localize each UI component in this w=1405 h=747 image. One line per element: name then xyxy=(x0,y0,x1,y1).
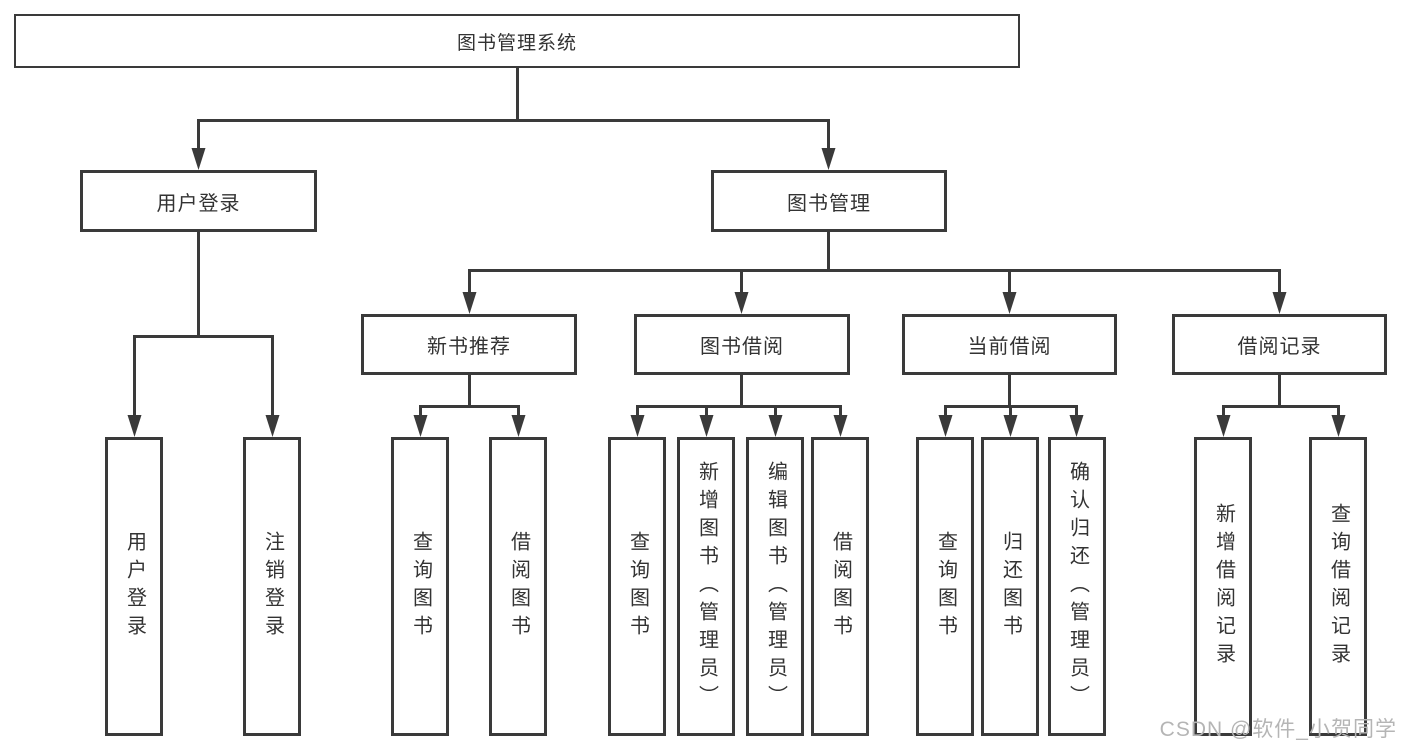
node-leaf-confirm-return-admin: 确认归还（管理员） xyxy=(1048,437,1106,736)
node-book-borrow: 图书借阅 xyxy=(634,314,850,375)
node-new-book-recommend-label: 新书推荐 xyxy=(427,336,511,358)
node-root: 图书管理系统 xyxy=(14,14,1020,68)
node-leaf-query-book-2-label: 查询图书 xyxy=(626,530,649,643)
node-borrow-records-label: 借阅记录 xyxy=(1237,336,1322,358)
connector-path xyxy=(133,68,1340,421)
node-book-management-label: 图书管理 xyxy=(787,192,871,215)
node-leaf-return-book-label: 归还图书 xyxy=(999,530,1022,643)
node-leaf-query-book-1: 查询图书 xyxy=(391,437,449,736)
author-watermark: CSDN @软件_小贺同学 xyxy=(1159,718,1397,741)
node-leaf-query-borrow-record-label: 查询借阅记录 xyxy=(1327,502,1350,671)
arrowhead-icons xyxy=(127,148,1346,437)
node-leaf-borrow-book-2-label: 借阅图书 xyxy=(829,530,852,643)
node-leaf-logout: 注销登录 xyxy=(243,437,301,736)
node-leaf-edit-book-admin-label: 编辑图书（管理员） xyxy=(764,460,787,713)
node-leaf-borrow-book-1: 借阅图书 xyxy=(489,437,547,736)
node-leaf-query-book-3-label: 查询图书 xyxy=(934,530,957,643)
node-current-borrow-label: 当前借阅 xyxy=(967,336,1052,358)
node-leaf-user-login: 用户登录 xyxy=(105,437,163,736)
node-leaf-return-book: 归还图书 xyxy=(981,437,1039,736)
node-leaf-edit-book-admin: 编辑图书（管理员） xyxy=(746,437,804,736)
node-leaf-query-book-1-label: 查询图书 xyxy=(409,530,432,643)
node-leaf-add-book-admin-label: 新增图书（管理员） xyxy=(695,460,718,713)
node-borrow-records: 借阅记录 xyxy=(1172,314,1387,375)
node-leaf-user-login-label: 用户登录 xyxy=(123,530,146,643)
node-leaf-query-book-2: 查询图书 xyxy=(608,437,666,736)
node-leaf-confirm-return-admin-label: 确认归还（管理员） xyxy=(1066,460,1089,713)
node-current-borrow: 当前借阅 xyxy=(902,314,1117,375)
node-leaf-query-book-3: 查询图书 xyxy=(916,437,974,736)
node-leaf-borrow-book-2: 借阅图书 xyxy=(811,437,869,736)
node-leaf-borrow-book-1-label: 借阅图书 xyxy=(507,530,530,643)
node-leaf-add-book-admin: 新增图书（管理员） xyxy=(677,437,735,736)
node-leaf-add-borrow-record-label: 新增借阅记录 xyxy=(1212,502,1235,671)
node-root-label: 图书管理系统 xyxy=(456,32,577,54)
node-leaf-query-borrow-record: 查询借阅记录 xyxy=(1309,437,1367,736)
node-leaf-logout-label: 注销登录 xyxy=(261,530,284,643)
node-book-borrow-label: 图书借阅 xyxy=(700,336,784,358)
node-book-management: 图书管理 xyxy=(711,170,947,232)
node-user-login: 用户登录 xyxy=(80,170,317,232)
node-leaf-add-borrow-record: 新增借阅记录 xyxy=(1194,437,1252,736)
node-new-book-recommend: 新书推荐 xyxy=(361,314,577,375)
node-user-login-label: 用户登录 xyxy=(156,192,241,215)
